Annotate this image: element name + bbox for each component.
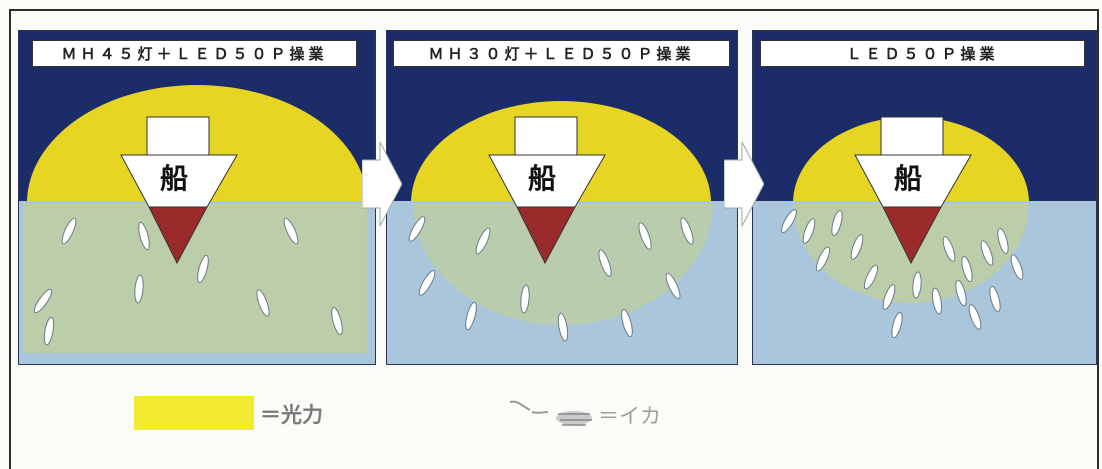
- squid-group: [408, 216, 694, 342]
- panel-mh45-label: ＭＨ４５灯＋ＬＥＤ５０Ｐ操業: [32, 40, 357, 67]
- panel-led50-scene: [753, 31, 1096, 364]
- panel-mh30: [386, 30, 738, 365]
- panel-led50-label: ＬＥＤ５０Ｐ操業: [760, 40, 1085, 67]
- panel-mh45-boat-label: 船: [160, 162, 189, 195]
- legend-squid-icon: [509, 400, 592, 426]
- boat-cabin: [146, 116, 210, 156]
- panel-mh30-boat-label: 船: [528, 162, 557, 195]
- panel-mh30-label: ＭＨ３０灯＋ＬＥＤ５０Ｐ操業: [393, 40, 730, 67]
- legend-squid-text: ＝イカ: [598, 404, 661, 428]
- arrow-2-icon: [724, 142, 764, 226]
- panel-led50-boat-label: 船: [894, 162, 923, 195]
- diagram-frame: [9, 9, 1099, 469]
- squid-group: [781, 209, 1024, 339]
- boat-cabin: [514, 116, 578, 156]
- arrow-1-icon: [362, 142, 402, 226]
- legend-light-swatch: [134, 396, 254, 430]
- boat-hull: [882, 206, 942, 265]
- boat-cabin: [880, 116, 944, 156]
- panel-mh45-scene: [19, 31, 375, 364]
- panel-mh30-scene: [387, 31, 737, 364]
- boat-hull: [516, 206, 576, 265]
- water: [19, 201, 375, 364]
- squid-group: [33, 217, 343, 346]
- legend-light-text: ＝光力: [260, 403, 323, 427]
- boat-hull: [148, 206, 208, 265]
- panel-mh45: [18, 30, 376, 365]
- panel-led50: [752, 30, 1097, 365]
